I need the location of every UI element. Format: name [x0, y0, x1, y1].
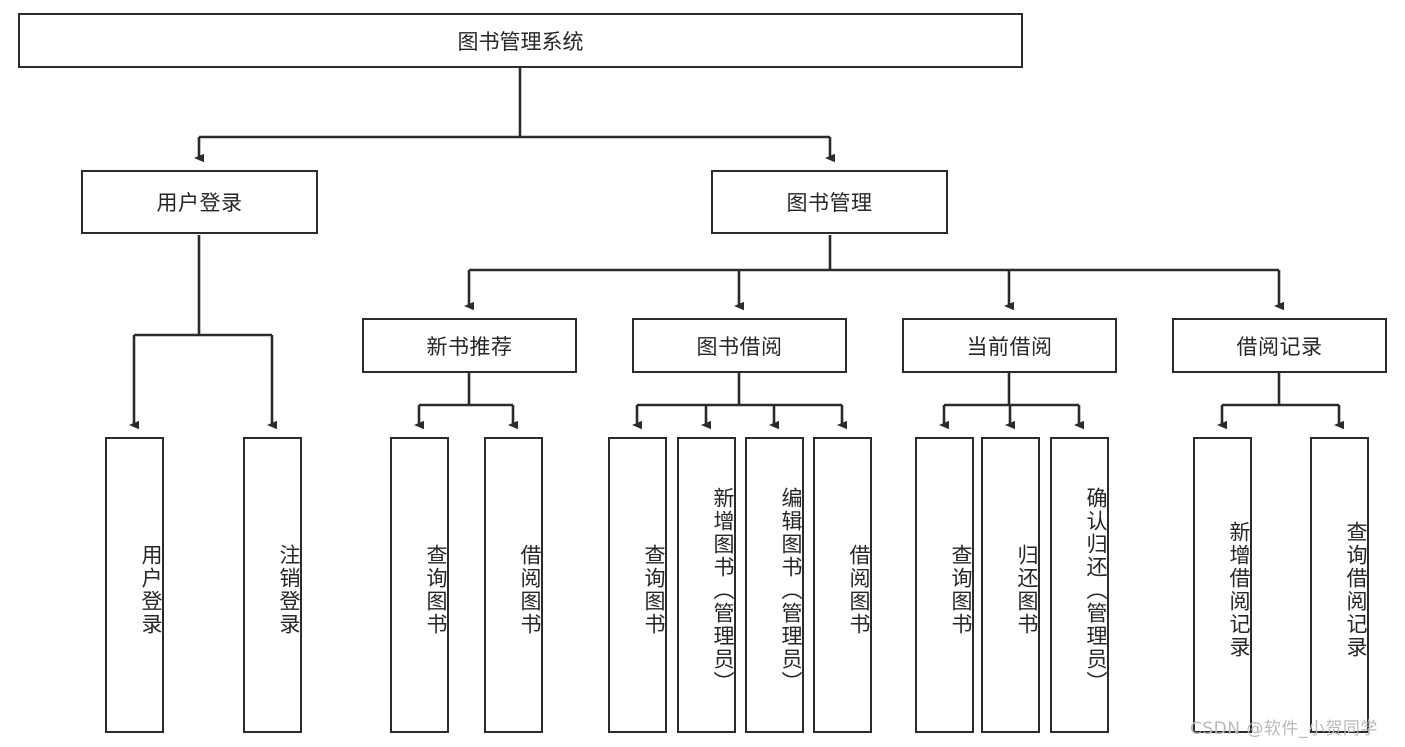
node-borrow-record-label: 借阅记录 — [1236, 334, 1323, 359]
node-leaf-confirm-return[interactable]: 确认归还（管理员） — [1050, 437, 1109, 733]
node-leaf-query-book-3-label: 查询图书 — [949, 544, 973, 636]
node-leaf-borrow-book-1-label: 借阅图书 — [518, 544, 542, 636]
node-leaf-add-record[interactable]: 新增借阅记录 — [1193, 437, 1252, 733]
node-leaf-query-book-2-label: 查询图书 — [642, 544, 666, 636]
node-root-label: 图书管理系统 — [457, 29, 584, 54]
node-current-borrow-label: 当前借阅 — [966, 334, 1053, 359]
node-leaf-query-record-label: 查询借阅记录 — [1344, 521, 1368, 659]
node-leaf-add-book[interactable]: 新增图书（管理员） — [677, 437, 736, 733]
node-leaf-borrow-book-2[interactable]: 借阅图书 — [813, 437, 872, 733]
node-book-manage-label: 图书管理 — [786, 191, 873, 215]
node-leaf-query-book-3[interactable]: 查询图书 — [915, 437, 974, 733]
node-leaf-add-book-label: 新增图书（管理员） — [711, 486, 735, 694]
node-current-borrow[interactable]: 当前借阅 — [902, 318, 1117, 373]
node-leaf-edit-book-label: 编辑图书（管理员） — [779, 486, 803, 694]
node-leaf-query-record[interactable]: 查询借阅记录 — [1310, 437, 1369, 733]
node-leaf-query-book-2[interactable]: 查询图书 — [608, 437, 667, 733]
node-leaf-user-login-label: 用户登录 — [139, 544, 163, 636]
node-leaf-logout-login[interactable]: 注销登录 — [243, 437, 302, 733]
node-user-login-label: 用户登录 — [156, 191, 243, 215]
node-book-borrow[interactable]: 图书借阅 — [632, 318, 847, 373]
node-root[interactable]: 图书管理系统 — [18, 13, 1023, 68]
node-leaf-logout-login-label: 注销登录 — [277, 544, 301, 636]
node-leaf-query-book-1[interactable]: 查询图书 — [390, 437, 449, 733]
node-leaf-confirm-return-label: 确认归还（管理员） — [1084, 486, 1108, 694]
node-user-login[interactable]: 用户登录 — [81, 170, 318, 234]
node-leaf-edit-book[interactable]: 编辑图书（管理员） — [745, 437, 804, 733]
node-book-manage[interactable]: 图书管理 — [711, 170, 948, 234]
node-leaf-return-book[interactable]: 归还图书 — [981, 437, 1040, 733]
csdn-watermark: CSDN @软件_小贺同学 — [1190, 719, 1378, 739]
node-leaf-borrow-book-1[interactable]: 借阅图书 — [484, 437, 543, 733]
node-leaf-user-login[interactable]: 用户登录 — [105, 437, 164, 733]
node-leaf-add-record-label: 新增借阅记录 — [1227, 521, 1251, 659]
node-leaf-query-book-1-label: 查询图书 — [424, 544, 448, 636]
node-book-borrow-label: 图书借阅 — [696, 334, 783, 359]
node-new-book-recommend-label: 新书推荐 — [426, 334, 513, 359]
node-leaf-return-book-label: 归还图书 — [1015, 544, 1039, 636]
node-borrow-record[interactable]: 借阅记录 — [1172, 318, 1387, 373]
node-new-book-recommend[interactable]: 新书推荐 — [362, 318, 577, 373]
node-leaf-borrow-book-2-label: 借阅图书 — [847, 544, 871, 636]
